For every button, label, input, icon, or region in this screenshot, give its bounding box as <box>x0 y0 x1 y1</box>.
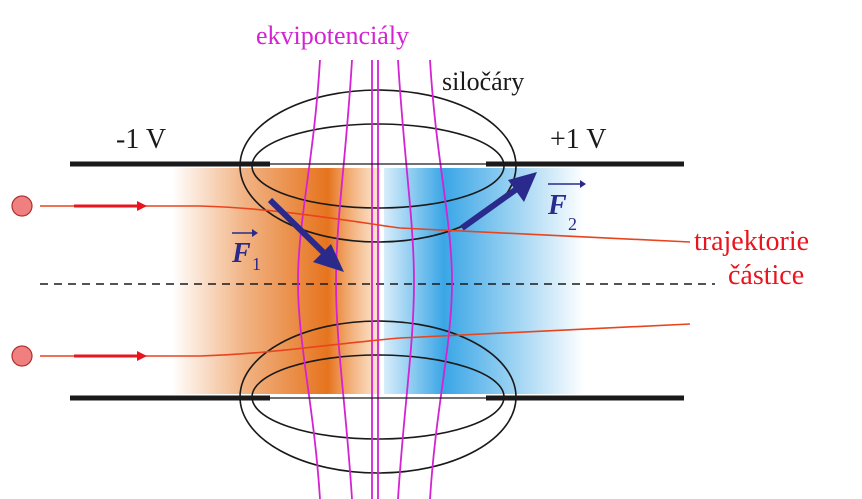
trajectory-label-line2: částice <box>728 260 804 291</box>
trajectory-upper <box>40 205 691 243</box>
force1-subscript: 1 <box>252 254 261 274</box>
equipotential-line <box>429 59 453 499</box>
trajectory-label-line1: trajektorie <box>694 226 809 257</box>
left-voltage-label: -1 V <box>116 124 166 155</box>
trajectories <box>40 205 691 357</box>
field-lines-label: siločáry <box>442 67 524 96</box>
force-arrow-f2 <box>460 172 537 231</box>
equipotential-line <box>397 59 415 499</box>
force2-label: F 2 <box>547 180 586 234</box>
equipotentials <box>297 59 453 499</box>
force2-subscript: 2 <box>568 214 577 234</box>
particle-lower <box>11 345 33 367</box>
particle-upper <box>11 195 33 217</box>
force1-letter: F <box>231 238 251 269</box>
equipotentials-label: ekvipotenciály <box>256 21 409 50</box>
equipotential-line <box>335 59 353 499</box>
equipotential-line <box>297 59 321 499</box>
force2-letter: F <box>547 190 567 221</box>
electrodes <box>70 161 684 401</box>
force1-label: F 1 <box>231 229 261 274</box>
force-arrow-f1 <box>267 197 344 272</box>
trajectory-lower <box>40 323 691 357</box>
right-voltage-label: +1 V <box>550 124 607 155</box>
electrode-gap-lines <box>270 163 486 399</box>
